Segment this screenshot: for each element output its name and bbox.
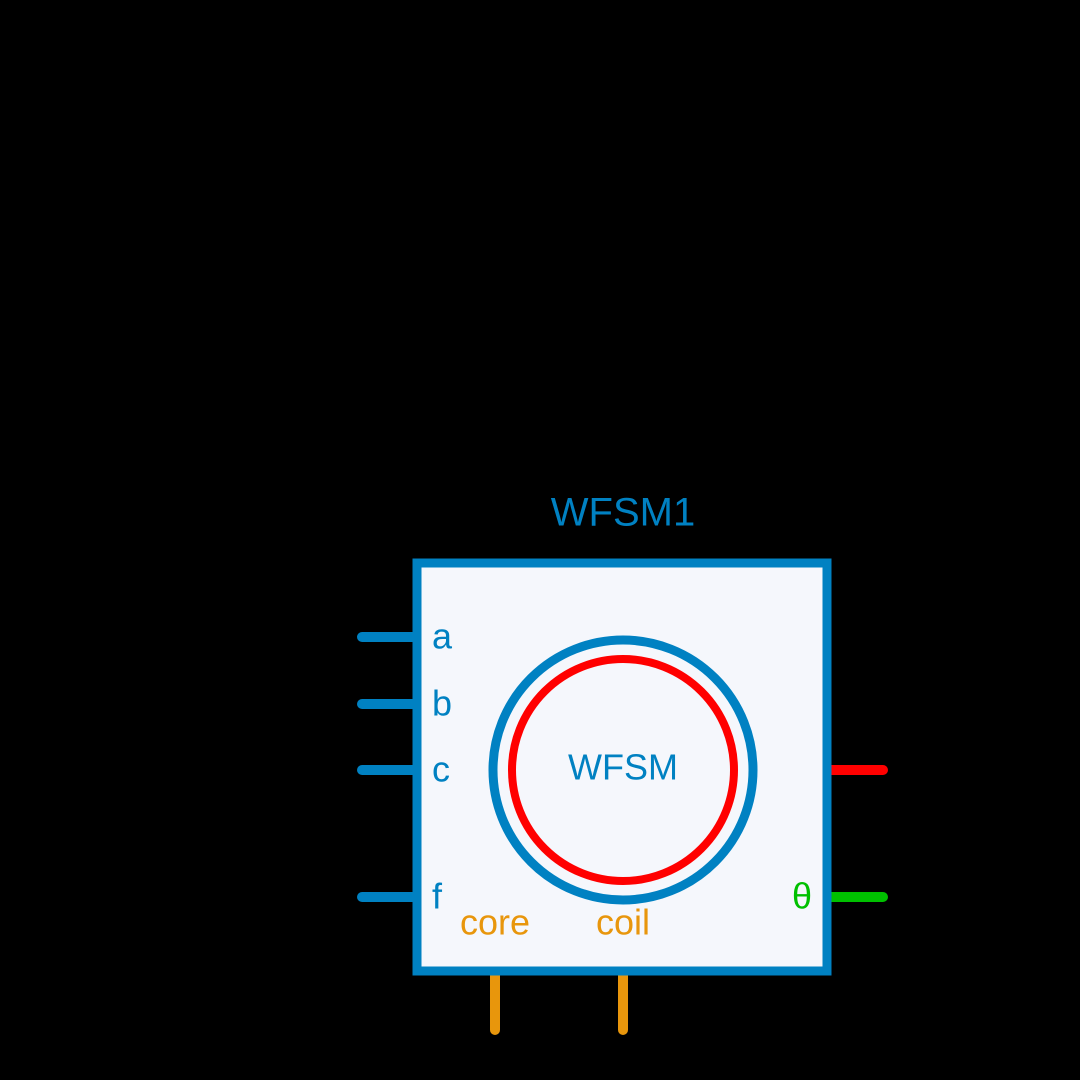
port-label-b: b — [432, 683, 452, 724]
right-connectors — [822, 765, 888, 902]
port-label-core: core — [460, 902, 530, 943]
bottom-connectors — [490, 962, 628, 1035]
port-label-a: a — [432, 616, 453, 657]
port-label-c: c — [432, 749, 450, 790]
rotor-ring — [508, 655, 738, 885]
left-connectors — [357, 632, 422, 902]
port-label-theta: θ — [792, 876, 812, 917]
component-center-label: WFSM — [568, 747, 678, 788]
component-title: WFSM1 — [551, 491, 695, 535]
port-label-f: f — [432, 876, 443, 917]
port-label-coil: coil — [596, 902, 650, 943]
stator-ring — [488, 635, 758, 905]
